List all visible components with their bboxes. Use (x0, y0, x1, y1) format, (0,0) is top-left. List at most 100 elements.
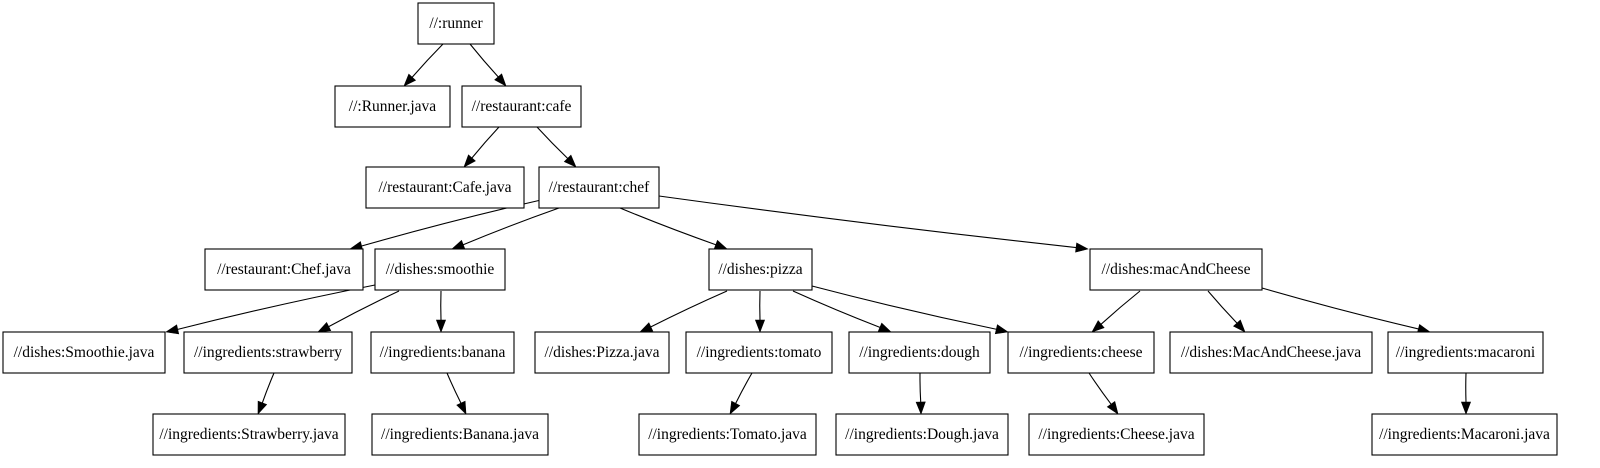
edge-dishes_pizza-to-ing_dough (792, 290, 892, 333)
arrowhead-icon (463, 154, 476, 168)
arrowhead-icon (494, 73, 507, 87)
node-label: //restaurant:Cafe.java (379, 179, 512, 196)
edge-restaurant_cafe-to-restaurant_chef (536, 126, 577, 168)
node-box[interactable] (204, 248, 364, 291)
node-label: //dishes:MacAndCheese.java (1181, 344, 1361, 361)
node-box[interactable] (365, 166, 525, 209)
node-box[interactable] (1028, 413, 1205, 456)
node-box[interactable] (1089, 248, 1263, 291)
node-box[interactable] (638, 413, 817, 456)
node-label: //ingredients:Dough.java (845, 426, 999, 443)
node-label: //dishes:macAndCheese (1102, 261, 1251, 278)
arrowhead-icon (435, 319, 447, 333)
edge-line (261, 372, 275, 404)
node-dishes_macandchz[interactable]: //dishes:macAndCheese (1089, 248, 1263, 291)
edge-line (536, 126, 569, 159)
edge-restaurant_chef-to-dishes_macandchz (658, 195, 1089, 253)
node-label: //ingredients:strawberry (194, 344, 342, 361)
node-ing_dough[interactable]: //ingredients:dough (848, 331, 991, 374)
edge-line (469, 43, 499, 78)
edge-line (328, 290, 400, 328)
edge-ing_dough-to-dough_java (915, 372, 926, 415)
node-ing_cheese[interactable]: //ingredients:cheese (1007, 331, 1155, 374)
node-box[interactable] (374, 248, 506, 291)
node-dishes_smoothie[interactable]: //dishes:smoothie (374, 248, 506, 291)
edge-runner-to-restaurant_cafe (469, 43, 507, 87)
arrowhead-icon (639, 322, 654, 333)
edge-line (619, 207, 716, 246)
node-box[interactable] (848, 331, 991, 374)
node-box[interactable] (371, 413, 549, 456)
edge-dishes_macandchz-to-ing_cheese (1091, 290, 1141, 333)
edge-line (792, 290, 881, 328)
node-box[interactable] (183, 331, 353, 374)
node-dishes_pizza[interactable]: //dishes:pizza (708, 248, 813, 291)
arrowhead-icon (1091, 320, 1105, 333)
edge-line (1088, 372, 1112, 405)
edge-line (735, 372, 753, 404)
node-pizza_java[interactable]: //dishes:Pizza.java (534, 331, 670, 374)
node-box[interactable] (1169, 331, 1373, 374)
node-ing_tomato[interactable]: //ingredients:tomato (685, 331, 833, 374)
node-dough_java[interactable]: //ingredients:Dough.java (835, 413, 1009, 456)
node-smoothie_java[interactable]: //dishes:Smoothie.java (2, 331, 166, 374)
node-label: //ingredients:Tomato.java (648, 426, 807, 443)
node-ing_macaroni[interactable]: //ingredients:macaroni (1387, 331, 1544, 374)
edge-restaurant_chef-to-dishes_smoothie (451, 207, 560, 250)
node-cafe_java[interactable]: //restaurant:Cafe.java (365, 166, 525, 209)
node-macaroni_java[interactable]: //ingredients:Macaroni.java (1371, 413, 1558, 456)
node-restaurant_chef[interactable]: //restaurant:chef (538, 166, 660, 209)
node-strawberry_java[interactable]: //ingredients:Strawberry.java (152, 413, 346, 456)
node-ing_strawberry[interactable]: //ingredients:strawberry (183, 331, 353, 374)
edge-line (411, 43, 444, 78)
node-box[interactable] (2, 331, 166, 374)
node-cheese_java[interactable]: //ingredients:Cheese.java (1028, 413, 1205, 456)
node-box[interactable] (417, 2, 495, 45)
node-macandcheese_java[interactable]: //dishes:MacAndCheese.java (1169, 331, 1373, 374)
edge-restaurant_cafe-to-cafe_java (463, 126, 500, 168)
arrowhead-icon (165, 324, 180, 335)
node-restaurant_cafe[interactable]: //restaurant:cafe (461, 85, 582, 128)
node-chef_java[interactable]: //restaurant:Chef.java (204, 248, 364, 291)
arrowhead-icon (456, 400, 467, 415)
node-ing_banana[interactable]: //ingredients:banana (370, 331, 515, 374)
node-box[interactable] (1007, 331, 1155, 374)
arrowhead-icon (257, 400, 268, 415)
nodes-layer: //:runner //:Runner.java //restaurant:cafe… (2, 2, 1558, 456)
node-tomato_java[interactable]: //ingredients:Tomato.java (638, 413, 817, 456)
edge-ing_strawberry-to-strawberry_java (257, 372, 275, 415)
edge-ing_macaroni-to-macaroni_java (1460, 372, 1472, 415)
edge-line (177, 284, 376, 330)
node-box[interactable] (334, 85, 451, 128)
node-runner[interactable]: //:runner (417, 2, 495, 45)
node-banana_java[interactable]: //ingredients:Banana.java (371, 413, 549, 456)
node-label: //dishes:Pizza.java (545, 344, 660, 361)
node-box[interactable] (370, 331, 515, 374)
node-label: //ingredients:dough (859, 344, 980, 361)
edge-line (1261, 287, 1419, 330)
node-box[interactable] (1387, 331, 1544, 374)
edge-dishes_macandchz-to-ing_macaroni (1261, 287, 1431, 334)
node-box[interactable] (685, 331, 833, 374)
arrowhead-icon (713, 239, 728, 250)
node-box[interactable] (534, 331, 670, 374)
node-box[interactable] (538, 166, 660, 209)
node-box[interactable] (708, 248, 813, 291)
node-runner_java[interactable]: //:Runner.java (334, 85, 451, 128)
node-box[interactable] (1371, 413, 1558, 456)
node-label: //restaurant:cafe (472, 98, 572, 115)
arrowhead-icon (1460, 401, 1472, 415)
edge-line (650, 290, 728, 328)
node-box[interactable] (461, 85, 582, 128)
node-label: //ingredients:Cheese.java (1038, 426, 1194, 443)
node-box[interactable] (152, 413, 346, 456)
edge-line (446, 372, 462, 404)
node-label: //ingredients:Strawberry.java (159, 426, 338, 443)
node-label: //ingredients:Macaroni.java (1379, 426, 1550, 443)
node-label: //ingredients:tomato (697, 344, 822, 361)
node-label: //dishes:Smoothie.java (14, 344, 155, 361)
node-label: //dishes:pizza (718, 261, 802, 278)
node-box[interactable] (835, 413, 1009, 456)
